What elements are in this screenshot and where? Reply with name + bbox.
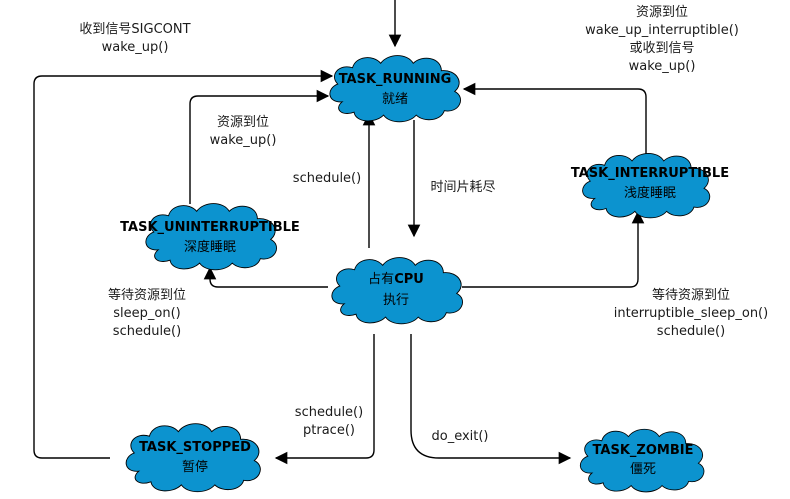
edge-cpu-to-stopped bbox=[274, 334, 375, 465]
state-cpu: 占有CPU 执行 bbox=[331, 256, 464, 325]
state-subtitle: 执行 bbox=[383, 293, 409, 308]
label-sleep-on: 等待资源到位 sleep_on() schedule() bbox=[108, 287, 186, 339]
state-name: 占有CPU bbox=[368, 272, 424, 287]
label-wakeup-interruptible: 资源到位 wake_up_interruptible() 或收到信号 wake_… bbox=[585, 5, 739, 74]
svg-text:wake_up(): wake_up() bbox=[102, 40, 169, 55]
state-name-cpu: CPU bbox=[394, 272, 424, 287]
state-subtitle: 就绪 bbox=[382, 92, 408, 107]
label-schedule: schedule() bbox=[293, 171, 361, 186]
label-sigcont: 收到信号SIGCONT wake_up() bbox=[79, 22, 190, 55]
svg-text:schedule(): schedule() bbox=[113, 324, 181, 339]
svg-text:schedule(): schedule() bbox=[293, 171, 361, 186]
state-task-interruptible: TASK_INTERRUPTIBLE 浅度睡眠 bbox=[571, 152, 729, 219]
svg-text:schedule(): schedule() bbox=[657, 324, 725, 339]
state-subtitle: 深度睡眠 bbox=[184, 239, 236, 255]
svg-text:时间片耗尽: 时间片耗尽 bbox=[430, 180, 495, 195]
state-task-zombie: TASK_ZOMBIE 僵死 bbox=[579, 428, 705, 493]
state-task-stopped: TASK_STOPPED 暂停 bbox=[125, 423, 261, 493]
edge-cpu-to-zombie bbox=[410, 334, 572, 465]
state-name: TASK_INTERRUPTIBLE bbox=[571, 166, 729, 181]
label-ptrace: schedule() ptrace() bbox=[295, 405, 363, 438]
svg-text:wake_up_interruptible(): wake_up_interruptible() bbox=[585, 23, 739, 38]
state-name-prefix: 占有 bbox=[368, 272, 394, 287]
state-task-uninterruptible: TASK_UNINTERRUPTIBLE 深度睡眠 bbox=[120, 202, 300, 271]
svg-text:do_exit(): do_exit() bbox=[431, 429, 488, 444]
label-timeslice: 时间片耗尽 bbox=[430, 180, 495, 195]
edge-interruptible-to-running bbox=[462, 82, 647, 164]
svg-text:schedule(): schedule() bbox=[295, 405, 363, 420]
state-subtitle: 浅度睡眠 bbox=[624, 185, 676, 201]
svg-text:或收到信号: 或收到信号 bbox=[629, 41, 694, 56]
state-name: TASK_STOPPED bbox=[139, 440, 251, 455]
svg-text:wake_up(): wake_up() bbox=[629, 59, 696, 74]
state-name: TASK_RUNNING bbox=[339, 72, 452, 87]
state-name: TASK_ZOMBIE bbox=[593, 443, 694, 458]
edge-cpu-to-interruptible bbox=[462, 210, 645, 288]
svg-text:等待资源到位: 等待资源到位 bbox=[652, 287, 730, 303]
label-wakeup-uninterruptible: 资源到位 wake_up() bbox=[210, 115, 277, 148]
svg-text:wake_up(): wake_up() bbox=[210, 133, 277, 148]
svg-text:资源到位: 资源到位 bbox=[636, 5, 688, 20]
edge-uninterruptible-to-running bbox=[189, 89, 330, 204]
svg-text:资源到位: 资源到位 bbox=[217, 115, 269, 130]
edge-cpu-to-uninterruptible bbox=[203, 266, 328, 288]
svg-text:sleep_on(): sleep_on() bbox=[113, 306, 180, 321]
state-task-running: TASK_RUNNING 就绪 bbox=[329, 55, 461, 123]
label-interruptible-sleep-on: 等待资源到位 interruptible_sleep_on() schedule… bbox=[614, 287, 768, 339]
svg-text:ptrace(): ptrace() bbox=[303, 423, 355, 438]
state-name: TASK_UNINTERRUPTIBLE bbox=[120, 220, 300, 235]
state-subtitle: 暂停 bbox=[182, 459, 208, 475]
state-subtitle: 僵死 bbox=[630, 462, 656, 477]
svg-text:等待资源到位: 等待资源到位 bbox=[108, 287, 186, 303]
edge-stopped-to-running bbox=[33, 69, 334, 459]
label-do-exit: do_exit() bbox=[431, 429, 488, 444]
svg-text:interruptible_sleep_on(): interruptible_sleep_on() bbox=[614, 306, 768, 321]
svg-text:收到信号SIGCONT: 收到信号SIGCONT bbox=[79, 22, 190, 37]
